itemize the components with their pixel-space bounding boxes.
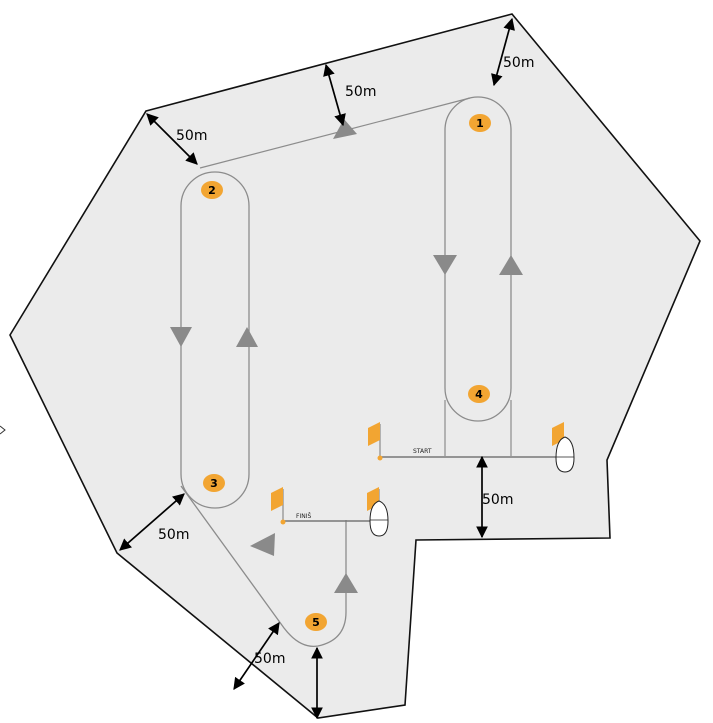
course-loop-1-4 [444, 96, 512, 422]
start-flag-left-icon [368, 422, 383, 461]
dimension-label-bottom: 50m [254, 651, 285, 667]
finish-flag-left-icon [271, 487, 286, 525]
finish-boat-icon [369, 500, 389, 537]
direction-arrow-up [499, 255, 523, 275]
finish-label: FINIŠ [296, 513, 311, 520]
buoy-3: 3 [203, 474, 225, 492]
direction-arrow-down [433, 255, 457, 275]
dimension-label-bottom-left: 50m [158, 527, 189, 543]
course-line-2-1 [199, 97, 471, 169]
direction-arrow-right [333, 119, 357, 139]
buoy-2: 2 [201, 181, 223, 199]
svg-text:1: 1 [476, 117, 484, 130]
start-label: START [413, 448, 432, 455]
dimension-label-top-left: 50m [176, 128, 207, 144]
dimension-label-start: 50m [482, 492, 513, 508]
buoy-1: 1 [469, 114, 491, 132]
start-boat-icon [555, 436, 575, 473]
race-area-boundary [9, 13, 701, 719]
dimension-arrows [119, 17, 515, 720]
course-loop-2-3 [180, 171, 250, 509]
course-line-3-5 [180, 485, 347, 648]
svg-text:3: 3 [210, 477, 218, 490]
dimension-label-top-right: 50m [503, 55, 534, 71]
edge-mark [0, 425, 6, 435]
svg-text:5: 5 [312, 616, 320, 629]
dimension-label-top: 50m [345, 84, 376, 100]
direction-arrow-down [170, 327, 192, 347]
buoy-4: 4 [468, 385, 490, 403]
buoy-5: 5 [305, 613, 327, 631]
svg-text:2: 2 [208, 184, 216, 197]
svg-text:4: 4 [475, 388, 483, 401]
direction-arrow-up [236, 327, 258, 347]
direction-arrow-down-right [250, 533, 275, 556]
direction-arrow-up [334, 573, 358, 593]
